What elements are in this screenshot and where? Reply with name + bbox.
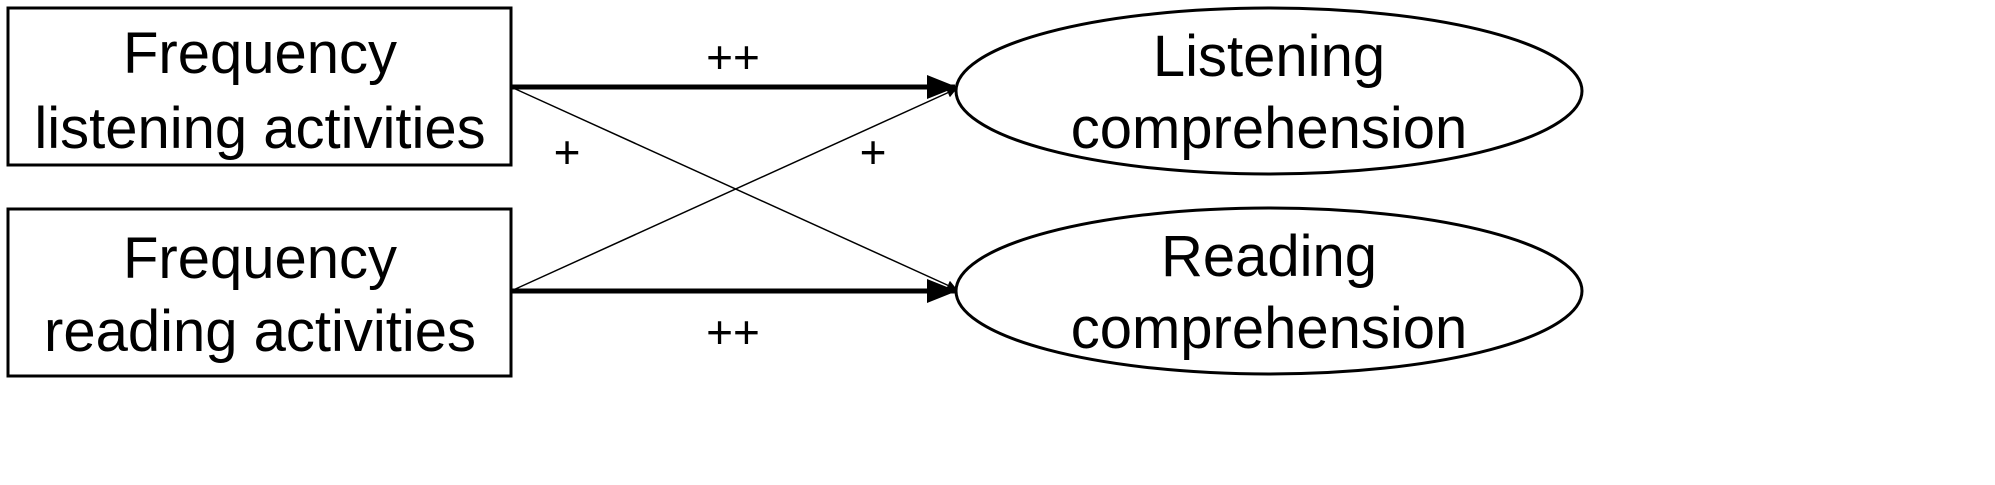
node-reading-activities-line1: Frequency (123, 226, 397, 291)
edge-listening-to-listening-label: ++ (706, 31, 760, 83)
node-listening-comprehension: Listening comprehension (954, 6, 1584, 176)
node-listening-activities-line2: listening activities (34, 96, 485, 161)
node-reading-activities: Frequency reading activities (6, 207, 513, 378)
node-reading-comprehension-line2: comprehension (1071, 296, 1468, 361)
node-listening-activities: Frequency listening activities (6, 6, 513, 167)
node-reading-comprehension-line1: Reading (1161, 224, 1377, 289)
edge-reading-to-listening-label: + (860, 126, 887, 178)
node-listening-comprehension-line2: comprehension (1071, 96, 1468, 161)
edge-listening-to-reading-label: + (554, 126, 581, 178)
node-reading-comprehension: Reading comprehension (954, 206, 1584, 376)
edge-reading-to-reading-label: ++ (706, 306, 760, 358)
node-reading-activities-line2: reading activities (44, 299, 476, 364)
node-listening-comprehension-line1: Listening (1153, 24, 1385, 89)
edge-reading-to-listening-arrow (510, 88, 957, 292)
edge-listening-to-reading-arrow (510, 86, 957, 290)
node-listening-activities-line1: Frequency (123, 21, 397, 86)
